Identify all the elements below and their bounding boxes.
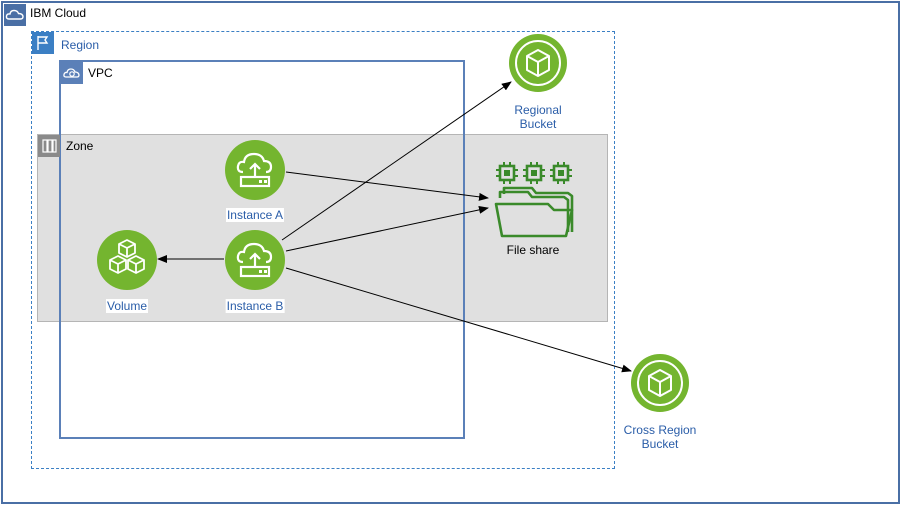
file-share-icon[interactable] — [492, 160, 576, 242]
cross-region-bucket-label-line2: Bucket — [641, 437, 679, 451]
arrow-instance-a-to-file-share — [285, 171, 489, 201]
instance-b-virtual-server-icon[interactable] — [224, 229, 286, 291]
zone-icon — [38, 135, 60, 157]
zone-label: Zone — [66, 139, 94, 153]
cross-region-bucket-label: Cross Region Bucket — [624, 423, 697, 451]
region-label: Region — [61, 38, 100, 52]
arrow-instance-b-to-file-share — [285, 205, 489, 252]
regional-bucket-object-storage-icon[interactable] — [508, 33, 568, 93]
region-boundary — [31, 31, 615, 469]
ibm-cloud-label: IBM Cloud — [30, 6, 87, 20]
vpc-icon — [61, 62, 83, 84]
arrow-instance-b-to-regional-bucket — [281, 81, 512, 241]
instance-b-label: Instance B — [225, 299, 285, 313]
regional-bucket-label: Regional Bucket — [514, 103, 561, 131]
cross-region-bucket-object-storage-icon[interactable] — [630, 353, 690, 413]
vpc-boundary — [59, 60, 465, 439]
volume-label: Volume — [105, 299, 149, 313]
regional-bucket-label-line1: Regional — [514, 103, 562, 117]
vpc-label: VPC — [88, 66, 113, 80]
file-share-label: File share — [506, 243, 560, 257]
cross-region-bucket-label-line1: Cross Region — [623, 423, 697, 437]
regional-bucket-label-line2: Bucket — [519, 117, 557, 131]
arrow-instance-b-to-cross-region-bucket — [285, 267, 632, 373]
flag-icon — [32, 32, 54, 54]
instance-a-label: Instance A — [225, 208, 285, 222]
cloud-icon — [4, 4, 26, 26]
volume-block-storage-icon[interactable] — [96, 229, 158, 291]
instance-a-virtual-server-icon[interactable] — [224, 139, 286, 201]
